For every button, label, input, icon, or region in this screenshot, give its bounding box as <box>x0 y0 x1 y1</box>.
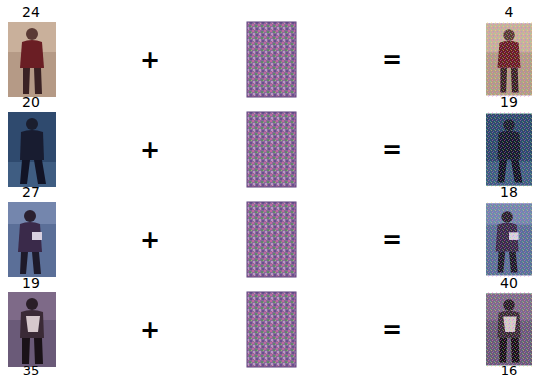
image-title: 20 <box>22 95 40 109</box>
operator-symbol: = <box>382 318 402 342</box>
image-title: 24 <box>22 5 40 19</box>
operator-symbol: + <box>140 48 160 72</box>
image-title: 18 <box>500 185 518 199</box>
operator-symbol: + <box>140 318 160 342</box>
image-label: 16 <box>501 364 518 377</box>
image-title: 19 <box>500 95 518 109</box>
operator-symbol: + <box>140 138 160 162</box>
operator-symbol: = <box>382 48 402 72</box>
image-title: 19 <box>22 276 40 290</box>
image-title: 40 <box>500 276 518 290</box>
operator-symbol: = <box>382 138 402 162</box>
operator-symbol: = <box>382 228 402 252</box>
operator-symbol: + <box>140 228 160 252</box>
image-title: 27 <box>22 185 40 199</box>
image-title: 4 <box>505 5 514 19</box>
image-label: 35 <box>23 364 40 377</box>
